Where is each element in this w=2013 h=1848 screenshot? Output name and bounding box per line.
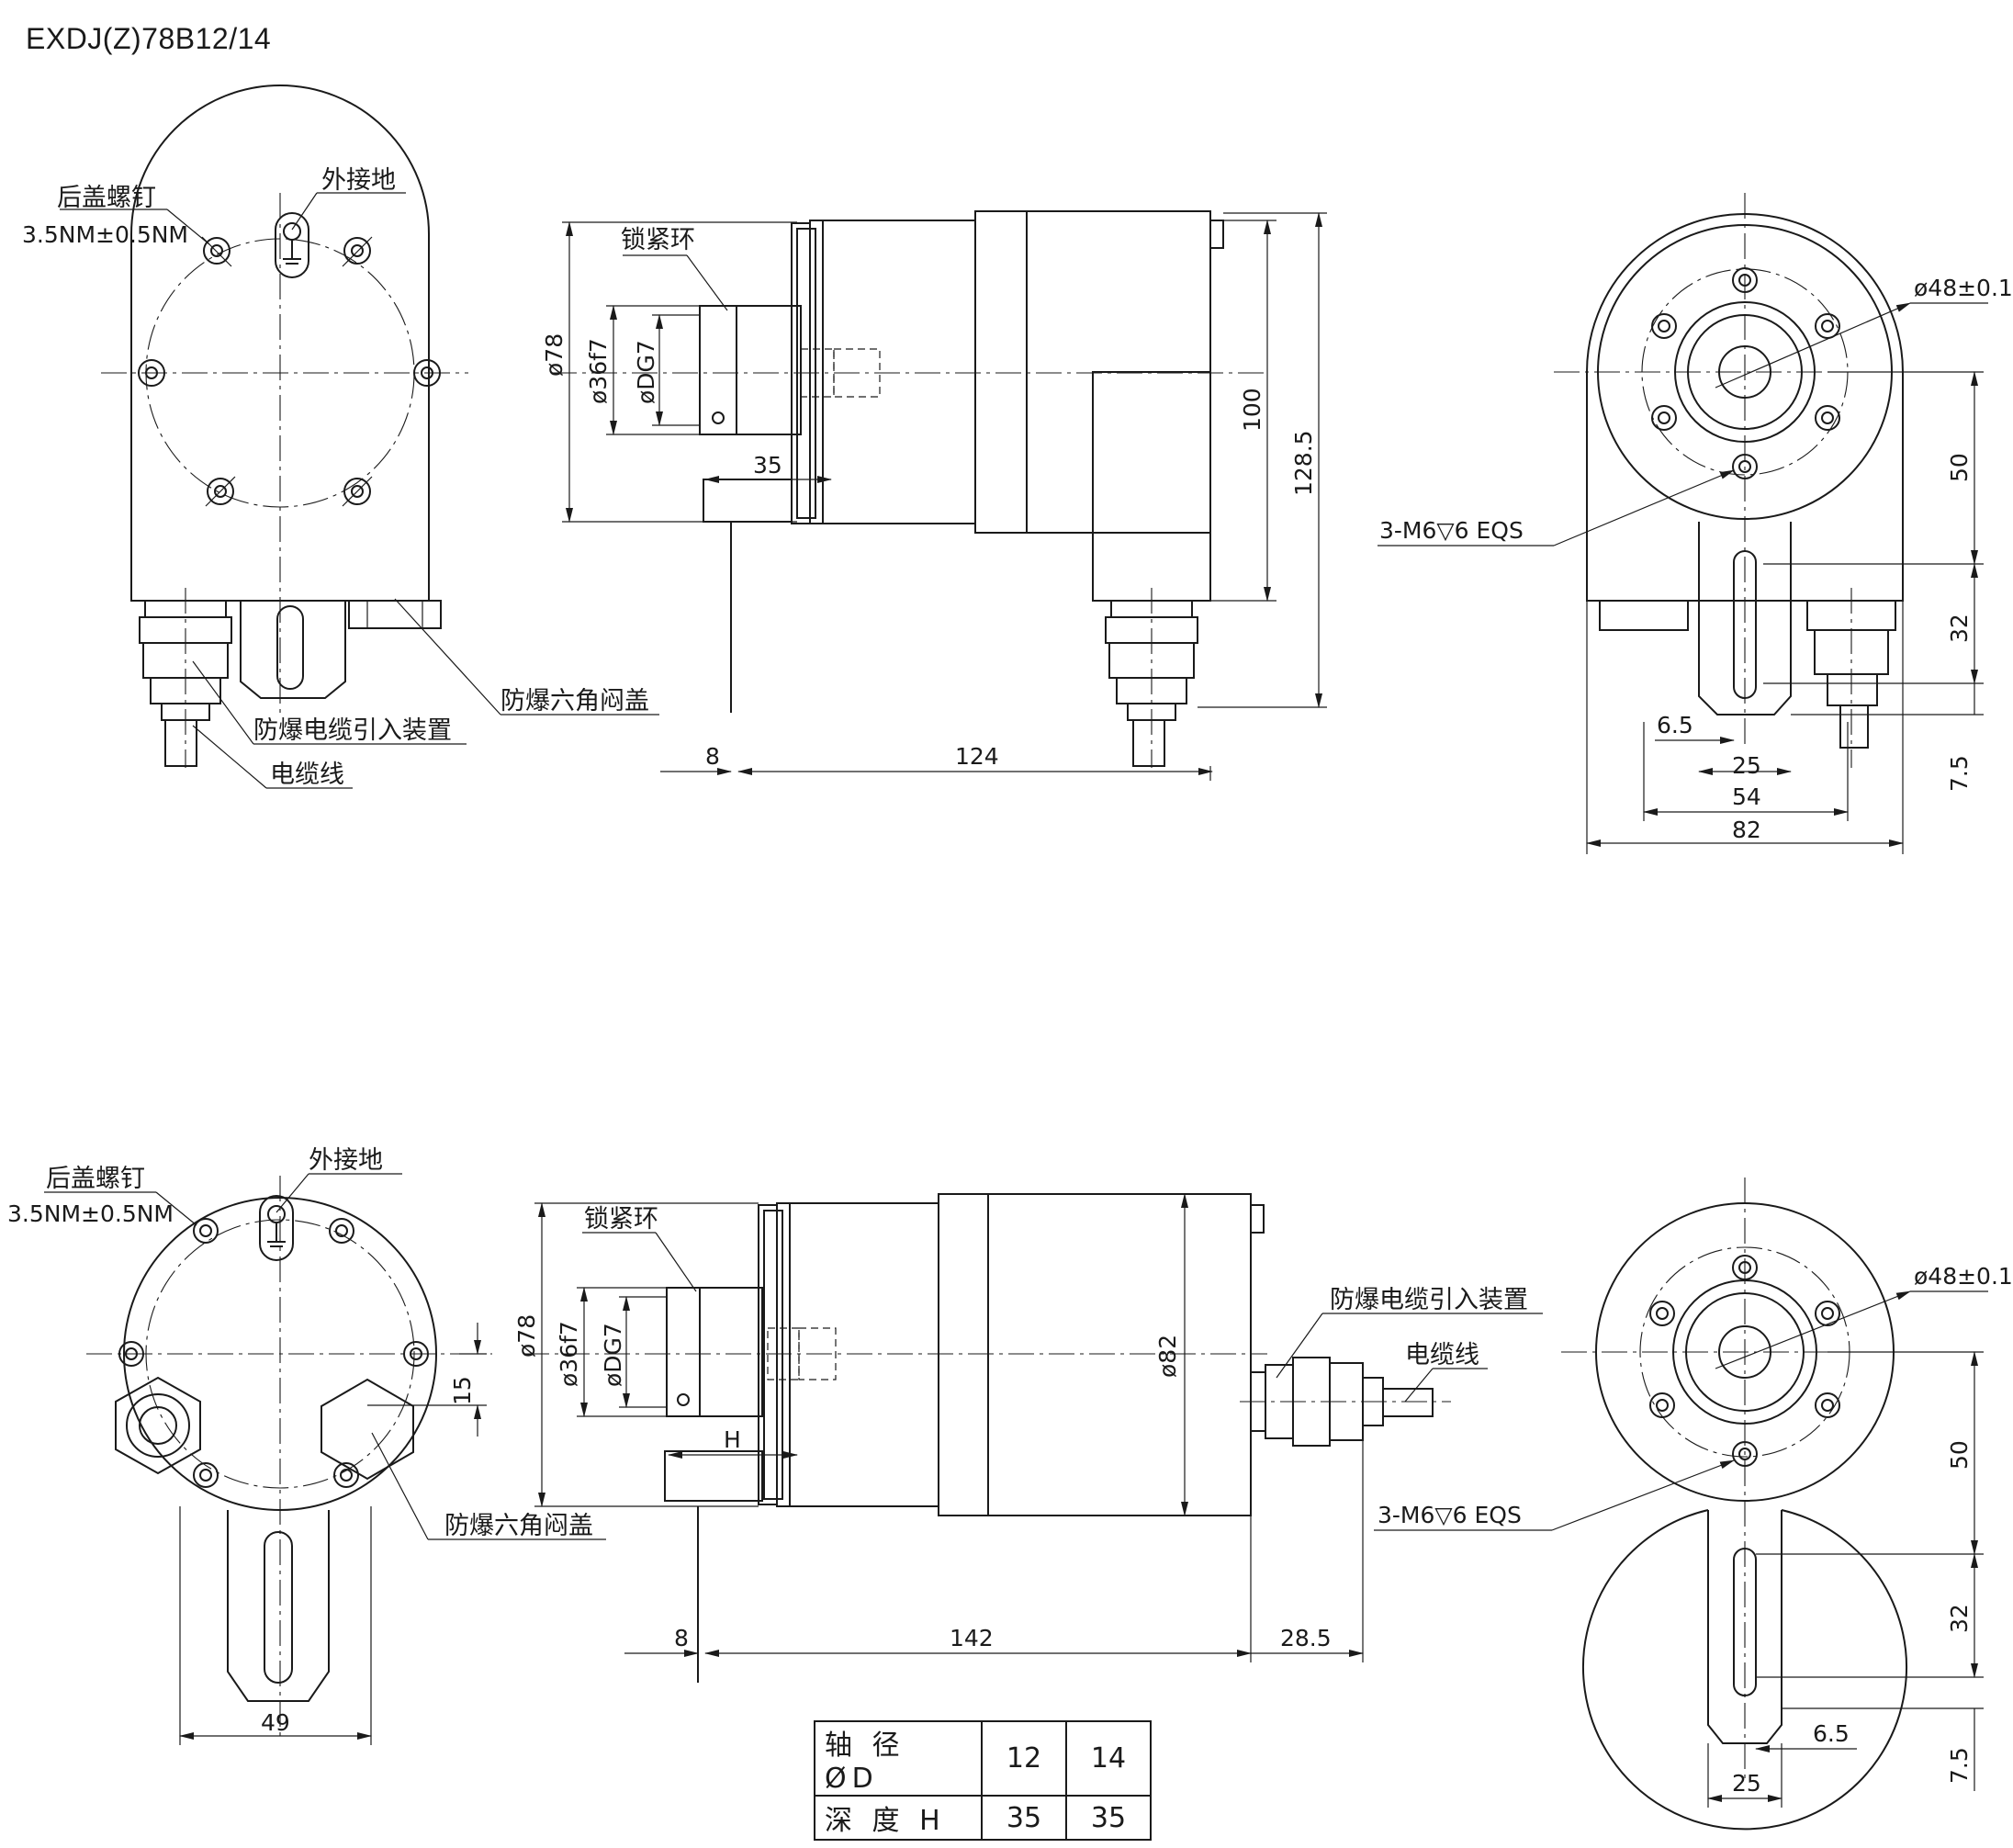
top-front-view: 后盖螺钉 3.5NM±0.5NM 外接地 <box>22 85 468 768</box>
dim-d36: ø36f7 <box>585 338 612 404</box>
dim-6-5-2: 6.5 <box>1813 1720 1850 1747</box>
dim-25: 25 <box>1732 752 1761 779</box>
rear-screw-label: 后盖螺钉 <box>57 184 156 212</box>
dim-49: 49 <box>261 1709 290 1736</box>
dim-H: H <box>724 1426 741 1453</box>
screw-hole <box>138 236 441 507</box>
mounting-hole <box>1649 1255 1840 1467</box>
torque-label: 3.5NM±0.5NM <box>22 221 188 248</box>
top-side-view: ø78 ø36f7 øDG7 35 100 128.5 8 124 锁紧环 防爆… <box>192 210 1327 789</box>
depth-value-2: 35 <box>1065 1795 1152 1841</box>
shaft-diameter-14: 14 <box>1065 1720 1152 1797</box>
dim-82: 82 <box>1732 817 1761 843</box>
bottom-side-view: ø78 ø36f7 øDG7 H ø82 8 142 28.5 锁紧环 防爆电缆… <box>513 1193 1543 1683</box>
dim-35: 35 <box>753 452 782 479</box>
dim-54: 54 <box>1732 783 1761 810</box>
shaft-diameter-12: 12 <box>981 1720 1067 1797</box>
thread-label-2: 3-M6▽6 EQS <box>1378 1502 1522 1528</box>
spec-table: 轴 径 ØD 12 14 深 度 H 35 35 <box>814 1720 1152 1841</box>
hex-plug-label-2: 防爆六角闷盖 <box>444 1512 593 1540</box>
torque-label-2: 3.5NM±0.5NM <box>7 1200 174 1227</box>
dim-50: 50 <box>1946 453 1973 482</box>
dim-32: 32 <box>1946 614 1973 643</box>
dim-dD: øDG7 <box>633 340 659 404</box>
bottom-front-view: 15 49 后盖螺钉 3.5NM±0.5NM 外接地 防爆六角闷盖 <box>7 1146 606 1745</box>
table-row: 深 度 H 35 35 <box>814 1795 1152 1841</box>
dim-50-2: 50 <box>1946 1440 1973 1470</box>
cable-label: 电缆线 <box>270 761 344 789</box>
dim-d78-2: ø78 <box>513 1314 540 1358</box>
dim-142: 142 <box>950 1625 994 1651</box>
side-cable-gland <box>1105 588 1198 768</box>
dim-7-5-2: 7.5 <box>1946 1747 1973 1784</box>
top-rear-view: ø48±0.1 3-M6▽6 EQS 50 32 7.5 6.5 25 54 8… <box>1378 193 2013 854</box>
hex-plug <box>348 600 442 629</box>
lock-ring-label: 锁紧环 <box>621 226 695 254</box>
mounting-tab <box>240 601 346 699</box>
gland-label-2: 防爆电缆引入装置 <box>1330 1286 1528 1314</box>
hex-plug-label: 防爆六角闷盖 <box>500 687 649 716</box>
depth-value-1: 35 <box>981 1795 1067 1841</box>
cable-gland <box>139 588 232 768</box>
dim-128-5: 128.5 <box>1290 430 1317 496</box>
dim-8: 8 <box>705 743 720 770</box>
dim-d36-2: ø36f7 <box>556 1321 582 1387</box>
ground-label: 外接地 <box>321 166 396 195</box>
page-title: EXDJ(Z)78B12/14 <box>26 22 272 55</box>
shaft-diameter-label: 轴 径 ØD <box>814 1720 983 1797</box>
gland-label: 防爆电缆引入装置 <box>253 716 452 745</box>
ground-terminal-icon <box>275 212 309 278</box>
dim-6-5: 6.5 <box>1657 712 1693 738</box>
ground-terminal-icon <box>259 1195 294 1261</box>
cable-gland-face <box>115 1376 201 1475</box>
dim-7-5: 7.5 <box>1946 755 1973 792</box>
dim-d82: ø82 <box>1154 1335 1181 1378</box>
dim-d48-2: ø48±0.1 <box>1914 1263 2013 1290</box>
bottom-rear-view: ø48±0.1 3-M6▽6 EQS 50 32 7.5 6.5 25 <box>1374 1178 2013 1831</box>
dim-28-5: 28.5 <box>1280 1625 1332 1651</box>
dim-124: 124 <box>955 743 999 770</box>
lock-ring-label-2: 锁紧环 <box>584 1205 658 1234</box>
table-row: 轴 径 ØD 12 14 <box>814 1720 1152 1797</box>
dim-25-2: 25 <box>1732 1770 1761 1797</box>
rear-screw-label-2: 后盖螺钉 <box>46 1165 145 1193</box>
hex-plug-face <box>321 1378 414 1481</box>
dim-15: 15 <box>449 1376 476 1405</box>
cable-label-2: 电缆线 <box>1405 1341 1479 1369</box>
dim-d48: ø48±0.1 <box>1914 275 2013 301</box>
dim-32-2: 32 <box>1946 1604 1973 1633</box>
dim-8-2: 8 <box>674 1625 689 1651</box>
side-cable-gland-2 <box>1240 1357 1451 1447</box>
depth-label: 深 度 H <box>814 1795 983 1841</box>
dim-100: 100 <box>1239 388 1265 432</box>
screw-hole <box>118 1218 429 1488</box>
thread-label: 3-M6▽6 EQS <box>1379 517 1524 544</box>
ground-label-2: 外接地 <box>309 1146 383 1175</box>
mounting-hole <box>1651 267 1840 479</box>
dim-dD-2: øDG7 <box>600 1323 626 1387</box>
dim-d78: ø78 <box>541 333 568 377</box>
